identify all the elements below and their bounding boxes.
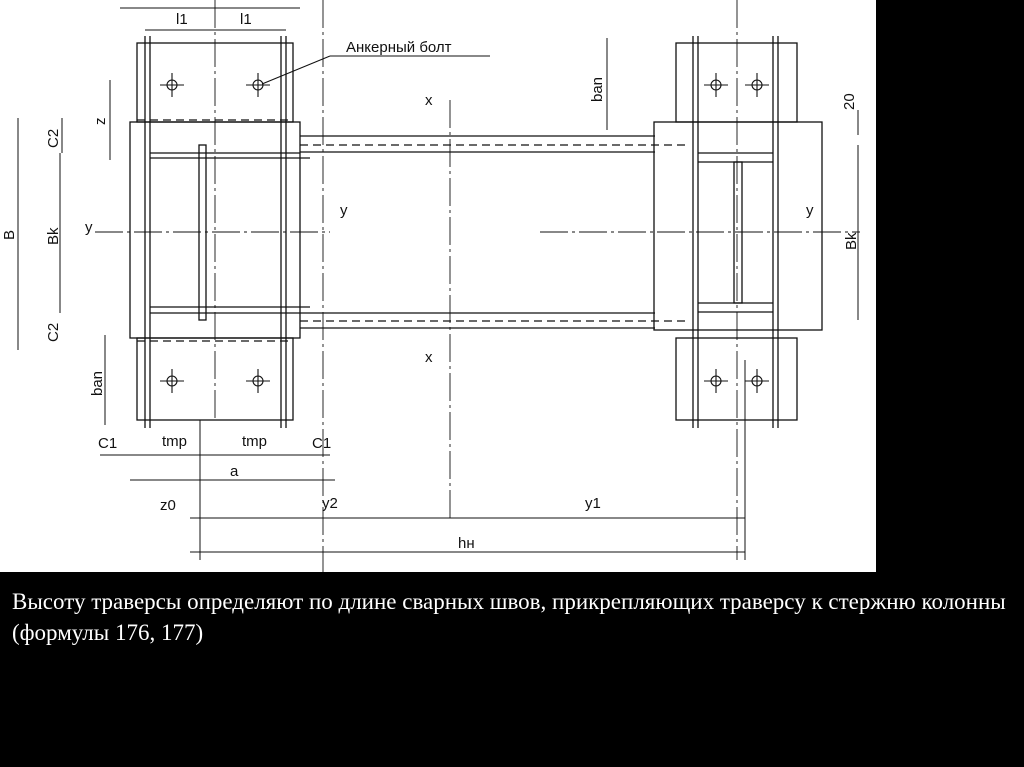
dim-c1-left: C1 (98, 435, 117, 452)
dim-tmp-left: tmp (162, 433, 187, 450)
base-plate-drawing: Анкерный болт l1 l1 y y y x x B Bk Bk z … (0, 0, 876, 572)
dim-hn: hн (458, 535, 475, 552)
dim-b: B (1, 230, 18, 240)
left-column-base (129, 36, 310, 428)
dim-bk-left: Bk (45, 227, 62, 245)
dim-ban-right: ban (589, 77, 606, 102)
anchor-bolt-callout: Анкерный болт (346, 39, 452, 56)
connecting-beams (300, 135, 690, 329)
axis-y-left: y (85, 219, 93, 236)
dim-a: a (230, 463, 239, 480)
right-column-base (653, 36, 823, 428)
dim-z: z (92, 118, 109, 126)
dim-bk-right: Bk (843, 232, 860, 250)
axis-y-right: y (806, 202, 814, 219)
dimension-lines (17, 7, 859, 560)
slide-caption: Высоту траверсы определяют по длине свар… (12, 589, 1006, 645)
dim-l1-right: l1 (240, 11, 252, 28)
dim-c2-bottom: C2 (45, 323, 62, 342)
centerlines (95, 0, 860, 572)
dim-y1: y1 (585, 495, 601, 512)
axis-x-top: x (425, 92, 433, 109)
dim-20: 20 (841, 93, 858, 110)
dim-ban-left: ban (89, 371, 106, 396)
dim-z0: z0 (160, 497, 176, 514)
axis-x-bottom: x (425, 349, 433, 366)
dim-c2-top: C2 (45, 129, 62, 148)
dim-y2: y2 (322, 495, 338, 512)
axis-y-mid: y (340, 202, 348, 219)
dim-tmp-right: tmp (242, 433, 267, 450)
dim-c1-right: C1 (312, 435, 331, 452)
dim-l1-left: l1 (176, 11, 188, 28)
